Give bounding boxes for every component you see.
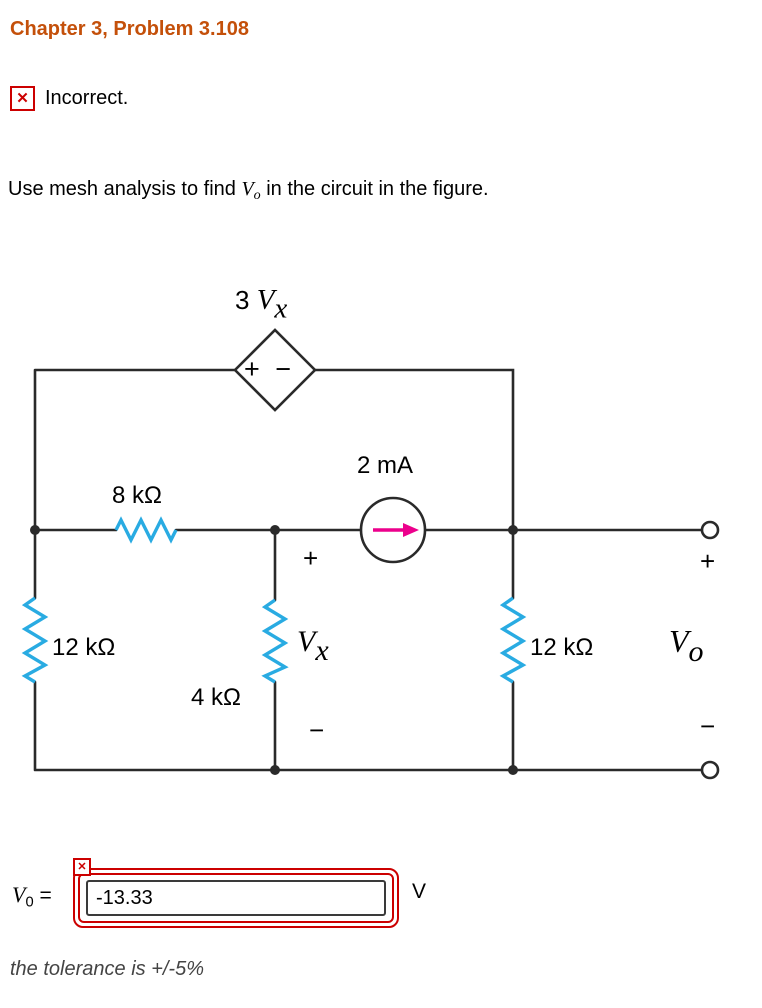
vo-plus-sign: +: [700, 546, 716, 576]
resistor-12k-right-zigzag: [499, 596, 527, 684]
dependent-source-diamond: [233, 328, 317, 412]
node-dot: [30, 525, 40, 535]
x-glyph: ✕: [77, 860, 87, 873]
page-title: Chapter 3, Problem 3.108: [10, 18, 249, 40]
resistor-12k-left-zigzag: [21, 596, 49, 684]
problem-text-before: Use mesh analysis to find: [8, 178, 242, 200]
vo-minus-sign: −: [700, 711, 716, 741]
dep-coeff: 3: [235, 285, 257, 315]
x-glyph: ✕: [16, 90, 29, 107]
node-dots: [30, 525, 518, 775]
vx-var: V: [297, 625, 316, 658]
problem-statement: Use mesh analysis to find Vo in the circ…: [8, 178, 489, 204]
answer-variable-label: V0 =: [12, 882, 52, 910]
vo-var: V: [669, 623, 689, 659]
problem-variable-sub: o: [253, 188, 261, 204]
dependent-source-polarity: + −: [244, 354, 296, 384]
node-dot: [270, 765, 280, 775]
resistor-8k-label: 8 kΩ: [112, 482, 162, 509]
vx-minus-sign: −: [309, 715, 325, 745]
vo-label: Vo: [669, 623, 704, 669]
vx-var-sub: x: [315, 634, 329, 667]
dep-var-sub: x: [274, 292, 288, 325]
current-arrow-head: [403, 523, 419, 537]
incorrect-x-icon: ✕: [10, 86, 35, 111]
problem-variable: V: [241, 178, 254, 200]
current-source-label: 2 mA: [357, 452, 414, 479]
resistor-4k-label: 4 kΩ: [191, 684, 241, 711]
answer-error-x-icon: ✕: [73, 858, 91, 876]
node-dot: [270, 525, 280, 535]
problem-text-after: in the circuit in the figure.: [260, 178, 489, 200]
node-dot: [508, 525, 518, 535]
resistor-12k-right-label: 12 kΩ: [530, 634, 594, 661]
resistor-12k-left-label: 12 kΩ: [52, 634, 116, 661]
answer-var: V: [12, 882, 26, 907]
circuit-wires: [33, 368, 704, 772]
vx-label: Vx: [297, 625, 329, 668]
resistor-4k-zigzag: [261, 598, 289, 684]
vo-negative-terminal: [700, 760, 720, 780]
dep-var: V: [256, 284, 275, 316]
vo-var-sub: o: [688, 635, 704, 668]
node-dot: [508, 765, 518, 775]
answer-error-frame: ✕: [73, 858, 399, 928]
answer-var-sub: 0: [25, 894, 34, 911]
status-label: Incorrect.: [45, 87, 129, 109]
status-row: ✕ Incorrect.: [10, 86, 128, 111]
circuit-svg: [21, 328, 720, 780]
dependent-source-label: 3 Vx: [235, 284, 287, 326]
answer-unit-label: V: [412, 880, 427, 903]
circuit-diagram: 3 Vx + − 2 mA 8 kΩ 12 kΩ 4 kΩ 12 kΩ + Vx…: [0, 280, 762, 800]
answer-input[interactable]: [86, 880, 386, 916]
answer-inner-frame: [78, 873, 394, 923]
resistor-8k-zigzag: [114, 516, 178, 544]
tolerance-note: the tolerance is +/-5%: [10, 958, 204, 980]
vo-positive-terminal: [700, 520, 720, 540]
vx-plus-sign: +: [303, 543, 319, 573]
current-source: [359, 496, 427, 564]
answer-equals: =: [39, 884, 52, 907]
